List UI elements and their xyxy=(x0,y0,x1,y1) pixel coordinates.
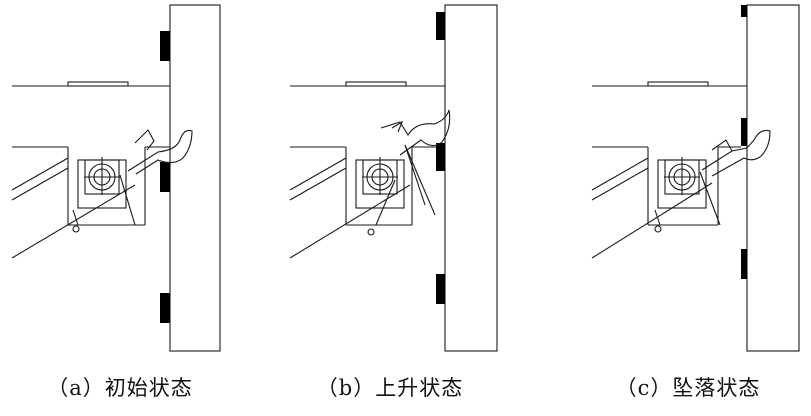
panel-a-wall xyxy=(169,4,221,352)
panel-b-guide-pad-top xyxy=(436,12,445,40)
panel-a-guide-pad-top xyxy=(160,31,170,61)
panel-b-guide-pad-middle xyxy=(436,143,445,171)
panel-c-platform-beam xyxy=(591,81,747,259)
panel-a-guide-pad-bottom xyxy=(160,293,170,323)
panel-b-pawl-raised xyxy=(380,109,451,156)
panel-c-guide-pad-bottom xyxy=(741,249,747,279)
caption-initial-state: （a）初始状态 xyxy=(47,376,193,400)
panel-a-guide-pad-middle xyxy=(160,162,170,192)
panel-b-rising-state xyxy=(289,4,498,352)
panel-a-initial-state xyxy=(11,4,221,352)
panel-b-guide-pad-bottom xyxy=(436,274,445,304)
caption-falling-state: （c）坠落状态 xyxy=(615,376,761,400)
panel-a-pawl xyxy=(127,129,193,175)
panel-c-guide-pad-top xyxy=(741,5,747,17)
panel-b-anti-fall-device xyxy=(355,109,451,236)
panel-b-platform-beam xyxy=(289,81,445,259)
panel-c-wall xyxy=(746,4,800,352)
panel-c-falling-state xyxy=(591,4,800,352)
caption-rising-state: （b）上升状态 xyxy=(316,376,464,400)
panel-a-anti-fall-device xyxy=(72,129,193,233)
panel-c-guide-pad-middle xyxy=(741,118,747,146)
panel-b-wall xyxy=(444,4,498,352)
panel-c-pawl-engaged xyxy=(701,129,771,177)
panel-c-anti-fall-device xyxy=(654,129,771,233)
